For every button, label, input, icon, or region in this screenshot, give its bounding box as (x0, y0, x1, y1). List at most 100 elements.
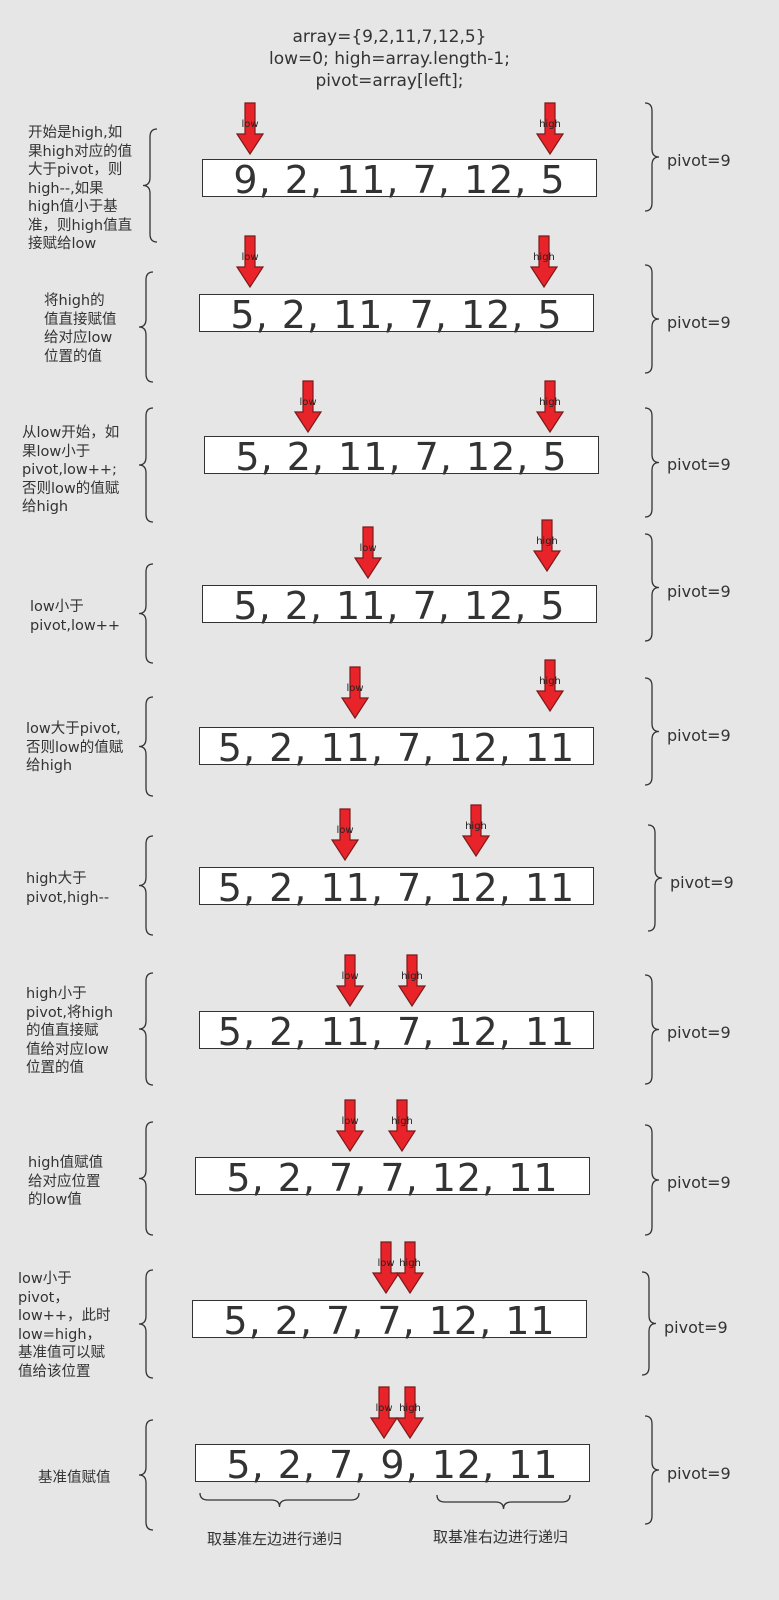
high-pointer-label: high (399, 1258, 421, 1269)
high-pointer: high (535, 659, 565, 713)
array-values: 5, 2, 11, 7, 12, 5 (235, 435, 568, 479)
down-arrow-icon (369, 1386, 399, 1440)
pivot-label: pivot=9 (667, 1464, 731, 1483)
pivot-label: pivot=9 (667, 455, 731, 474)
left-brace (138, 972, 154, 1086)
pivot-label: pivot=9 (667, 726, 731, 745)
high-pointer: high (461, 804, 491, 858)
step-description: high小于 pivot,将high 的值直接赋 值给对应low 位置的值 (26, 986, 114, 1076)
pivot-label: pivot=9 (667, 582, 731, 601)
right-brace (644, 102, 660, 212)
down-arrow-icon (397, 954, 427, 1008)
right-brace (644, 1415, 660, 1525)
down-arrow-icon (535, 102, 565, 156)
right-recursion-label: 取基准右边进行递归 (433, 1528, 569, 1546)
step-description: 将high的 值直接赋值 给对应low 位置的值 (44, 293, 117, 365)
low-pointer-label: low (336, 825, 354, 836)
low-pointer: low (353, 526, 383, 580)
low-pointer-label: low (377, 1258, 395, 1269)
left-brace (138, 835, 154, 936)
right-brace (644, 1124, 660, 1236)
high-pointer-label: high (465, 821, 487, 832)
high-pointer: high (535, 102, 565, 156)
array-values: 5, 2, 7, 7, 12, 11 (226, 1156, 559, 1200)
low-pointer: low (293, 380, 323, 434)
pivot-label: pivot=9 (667, 1173, 731, 1192)
step-description: low大于pivot, 否则low的值赋 给high (26, 721, 124, 774)
down-arrow-icon (335, 954, 365, 1008)
step-description: low小于 pivot,low++ (30, 599, 121, 634)
low-pointer: low (335, 1099, 365, 1153)
array-box: 5, 2, 11, 7, 12, 11 (199, 726, 594, 770)
high-pointer: high (395, 1241, 425, 1295)
high-pointer: high (397, 954, 427, 1008)
step-description: 开始是high,如 果high对应的值 大于pivot，则 high--,如果 … (28, 125, 133, 252)
left-brace (138, 271, 154, 383)
array-box: 5, 2, 11, 7, 12, 5 (202, 585, 597, 625)
pivot-label: pivot=9 (664, 1318, 728, 1337)
down-arrow-icon (340, 666, 370, 720)
high-pointer-label: high (539, 119, 561, 130)
high-pointer: high (395, 1386, 425, 1440)
low-pointer: low (330, 808, 360, 862)
left-brace (138, 1121, 154, 1236)
array-values: 5, 2, 11, 7, 12, 11 (217, 726, 576, 770)
down-arrow-icon (293, 380, 323, 434)
high-pointer-label: high (539, 397, 561, 408)
array-values: 9, 2, 11, 7, 12, 5 (233, 158, 566, 202)
array-values: 5, 2, 11, 7, 12, 11 (217, 866, 576, 910)
down-arrow-icon (371, 1241, 401, 1295)
array-box: 5, 2, 11, 7, 12, 5 (204, 435, 599, 479)
down-arrow-icon (532, 519, 562, 573)
down-arrow-icon (235, 102, 265, 156)
left-brace (138, 563, 154, 664)
left-partition-brace (199, 1492, 360, 1508)
low-pointer: low (235, 102, 265, 156)
left-recursion-label: 取基准左边进行递归 (207, 1530, 343, 1548)
array-values: 5, 2, 11, 7, 12, 11 (217, 1010, 576, 1054)
pivot-label: pivot=9 (670, 873, 734, 892)
down-arrow-icon (387, 1099, 417, 1153)
low-pointer-label: low (346, 683, 364, 694)
pivot-label: pivot=9 (667, 313, 731, 332)
low-pointer: low (340, 666, 370, 720)
step-description: low小于 pivot， low++，此时 low=high， 基准值可以赋 值… (18, 1271, 111, 1380)
left-brace (142, 128, 158, 243)
array-box: 5, 2, 7, 7, 12, 11 (192, 1300, 587, 1340)
left-brace (138, 1269, 154, 1379)
down-arrow-icon (235, 235, 265, 289)
low-pointer-label: low (341, 1116, 359, 1127)
left-brace (138, 1419, 154, 1531)
low-pointer-label: low (241, 119, 259, 130)
header-low-high-line: low=0; high=array.length-1; (269, 49, 510, 69)
array-box: 5, 2, 7, 9, 12, 11 (195, 1443, 590, 1487)
low-pointer: low (335, 954, 365, 1008)
array-box: 5, 2, 7, 7, 12, 11 (195, 1156, 590, 1200)
header-pivot-line: pivot=array[left]; (315, 71, 464, 91)
down-arrow-icon (535, 659, 565, 713)
right-brace (644, 677, 660, 786)
right-brace (644, 974, 660, 1085)
high-pointer-label: high (401, 971, 423, 982)
low-pointer-label: low (299, 397, 317, 408)
pivot-label: pivot=9 (667, 1023, 731, 1042)
right-brace (641, 1271, 657, 1376)
high-pointer-label: high (391, 1116, 413, 1127)
array-values: 5, 2, 11, 7, 12, 5 (230, 293, 563, 337)
down-arrow-icon (529, 235, 559, 289)
right-brace (644, 407, 660, 518)
low-pointer-label: low (375, 1403, 393, 1414)
low-pointer: low (369, 1386, 399, 1440)
high-pointer: high (387, 1099, 417, 1153)
array-values: 5, 2, 7, 9, 12, 11 (226, 1443, 559, 1487)
high-pointer-label: high (536, 536, 558, 547)
high-pointer: high (529, 235, 559, 289)
header-array-line: array={9,2,11,7,12,5} (292, 27, 487, 47)
step-description: 基准值赋值 (38, 1470, 111, 1486)
step-description: high值赋值 给对应位置 的low值 (28, 1155, 104, 1208)
left-brace (138, 696, 154, 797)
low-pointer-label: low (359, 543, 377, 554)
down-arrow-icon (330, 808, 360, 862)
down-arrow-icon (395, 1386, 425, 1440)
down-arrow-icon (335, 1099, 365, 1153)
